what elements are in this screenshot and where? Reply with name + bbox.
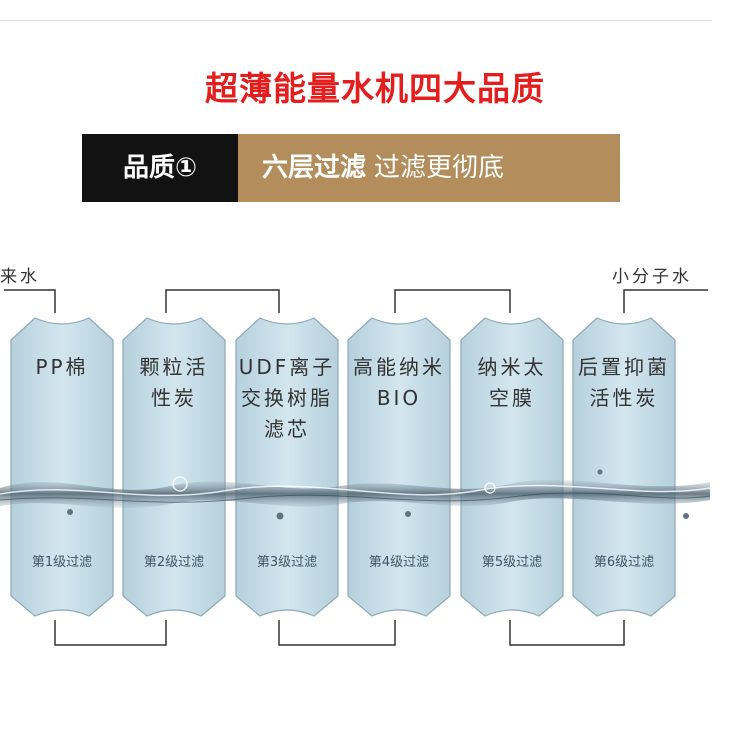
page-title: 超薄能量水机四大品质 xyxy=(205,69,545,108)
filter-name-6: 后置抑菌活性炭 xyxy=(578,355,670,410)
filter-stage-3: 第3级过滤 xyxy=(256,555,318,570)
outlet-label: 小分子水 xyxy=(612,267,692,287)
quality-banner: 品质① 六层过滤过滤更彻底 xyxy=(82,134,620,202)
pipe-4-5 xyxy=(394,289,511,313)
filter-stage-5: 第5级过滤 xyxy=(481,555,543,570)
filter-name-1: PP棉 xyxy=(35,355,89,379)
filter-stage-2: 第2级过滤 xyxy=(143,555,205,570)
filter-name-2: 颗粒活性炭 xyxy=(139,355,209,410)
filter-name-3: UDF离子交换树脂滤芯 xyxy=(238,355,336,441)
banner-heading-bold: 六层过滤 xyxy=(262,153,367,183)
banner-quality-number: 品质① xyxy=(82,134,238,202)
inlet-pipe xyxy=(4,289,56,313)
inlet-label: 来水 xyxy=(0,267,40,287)
water-splash xyxy=(0,469,711,520)
pipe-1-2 xyxy=(54,620,167,646)
banner-heading-light: 过滤更彻底 xyxy=(374,153,505,183)
pipe-2-3 xyxy=(165,289,280,313)
filter-name-4: 高能纳米BIO xyxy=(353,355,445,410)
filter-stage-6: 第6级过滤 xyxy=(593,555,655,570)
pipe-5-6 xyxy=(509,620,625,646)
outlet-pipe xyxy=(623,289,708,313)
pipe-connectors xyxy=(4,289,708,646)
top-divider xyxy=(0,20,712,21)
filter-stage-1: 第1级过滤 xyxy=(31,555,93,570)
filter-name-5: 纳米太空膜 xyxy=(477,355,547,410)
banner-heading: 六层过滤过滤更彻底 xyxy=(238,134,620,202)
filter-stage-4: 第4级过滤 xyxy=(368,555,430,570)
pipe-3-4 xyxy=(278,620,396,646)
